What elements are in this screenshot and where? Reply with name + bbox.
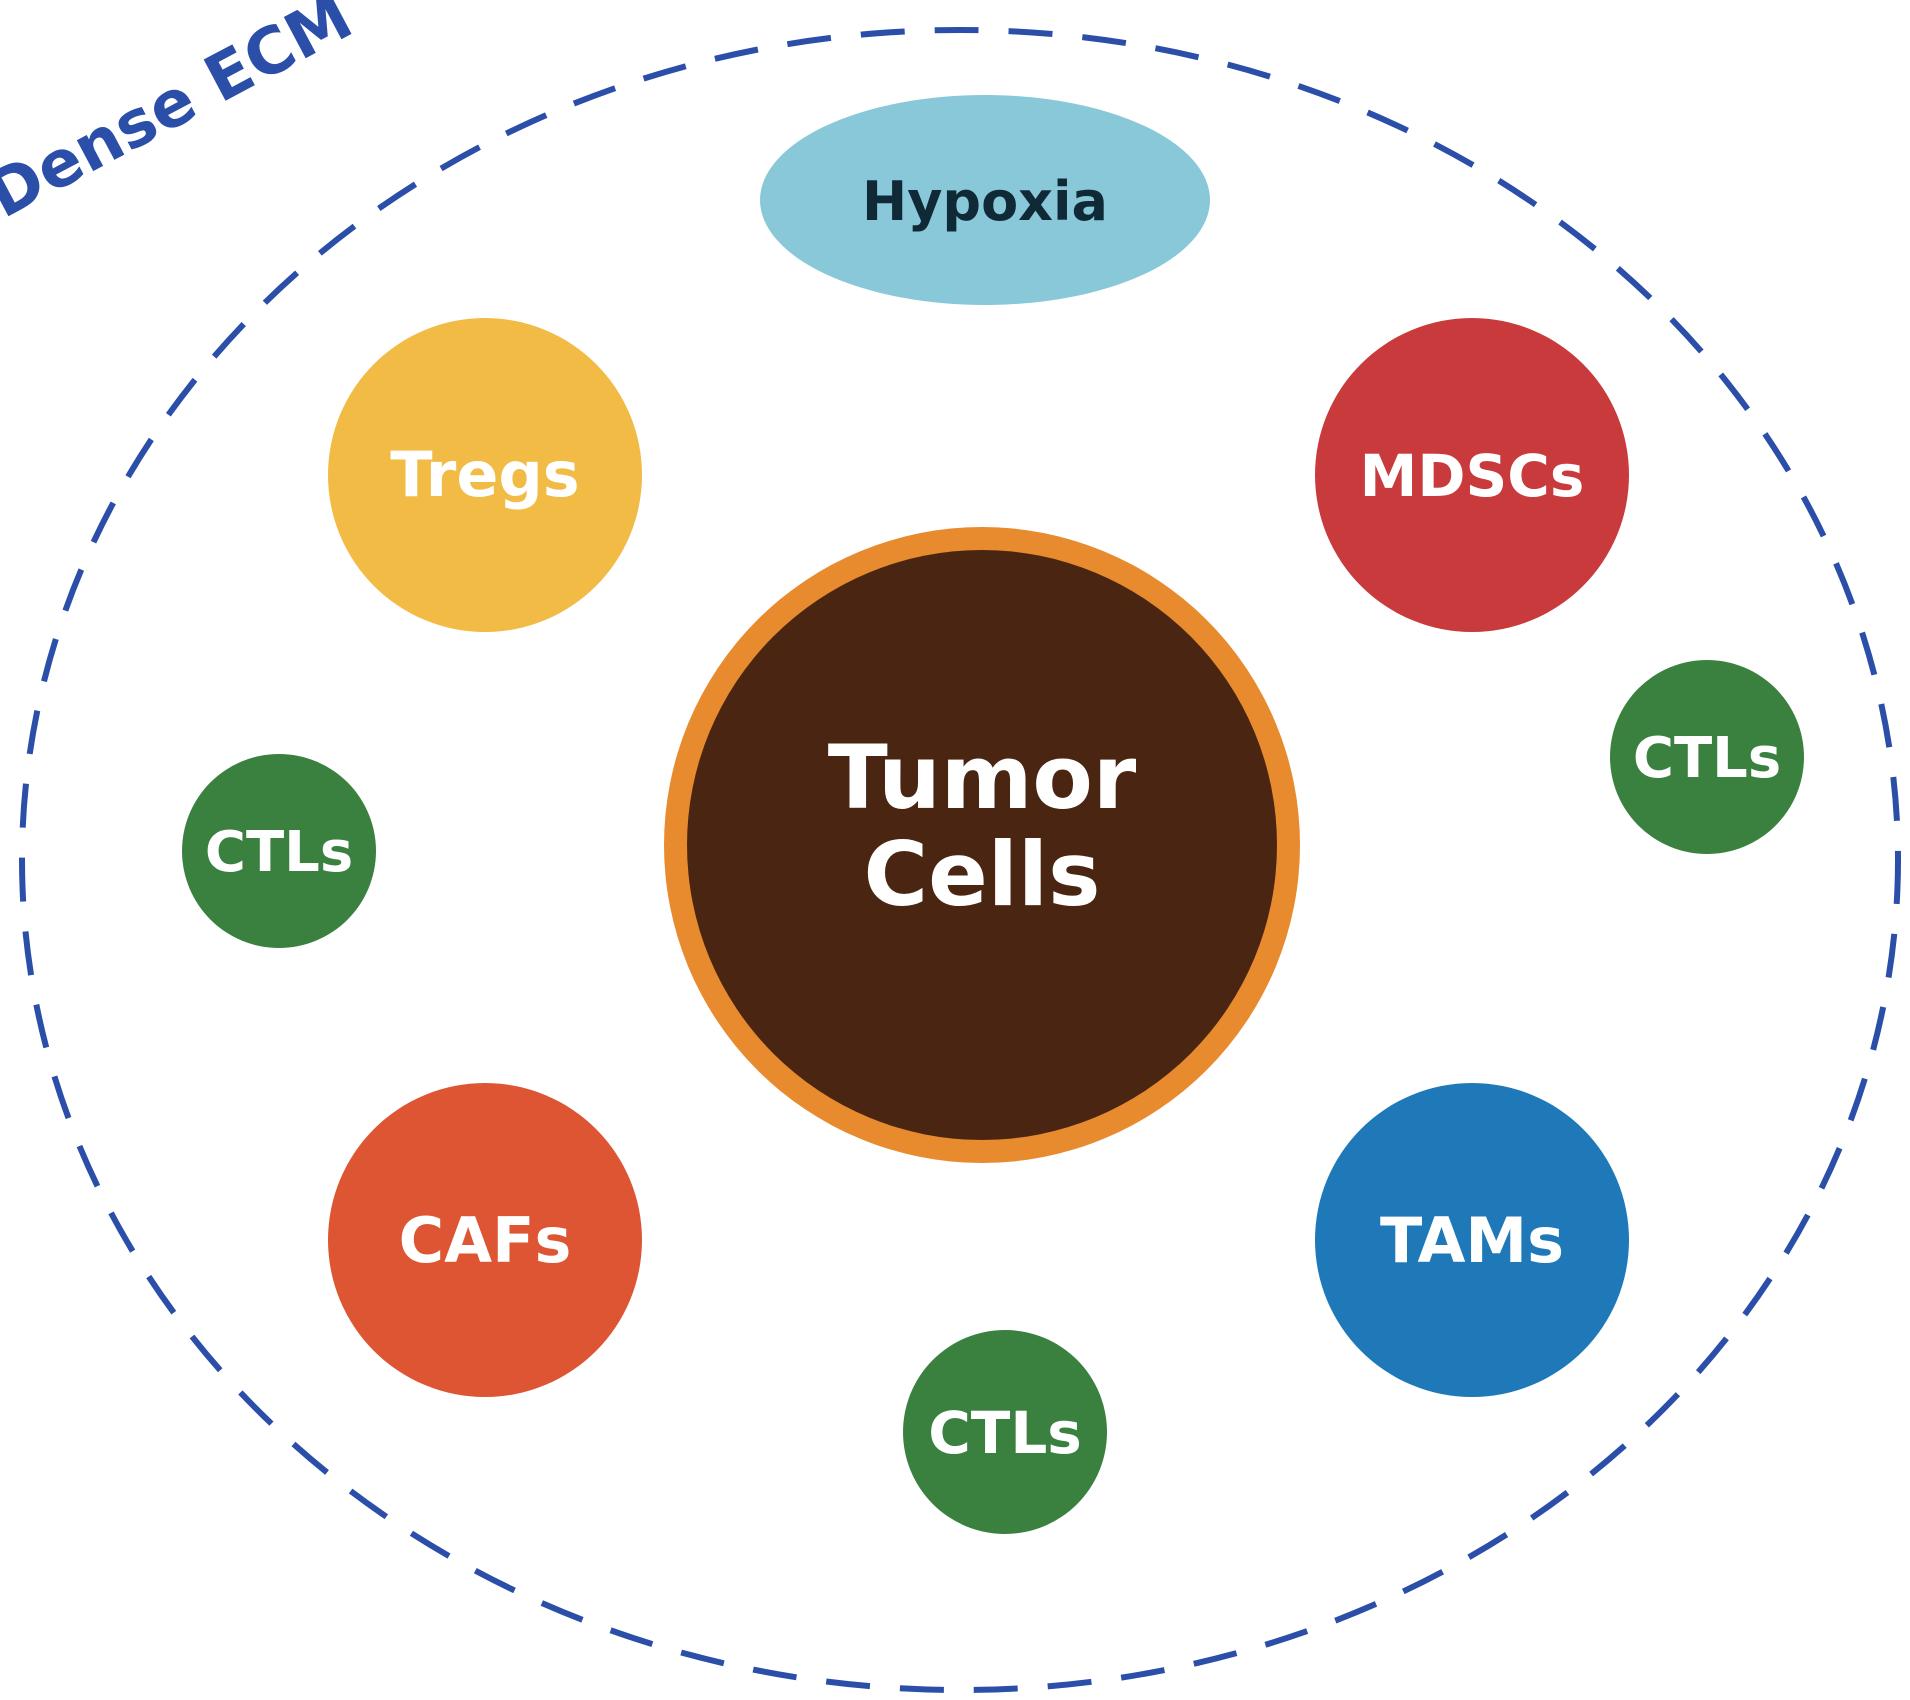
mdscs-node: MDSCs	[1315, 318, 1629, 632]
tregs-circle	[328, 318, 642, 632]
ctls-left-circle	[182, 754, 376, 948]
cafs-circle	[328, 1083, 642, 1397]
cafs-label: CAFs	[399, 1204, 572, 1277]
dense-ecm-boundary	[19, 27, 1901, 1693]
ctls-bottom-node: CTLs	[903, 1330, 1107, 1534]
hypoxia-node: Hypoxia	[760, 95, 1210, 305]
tumor-cells-core	[687, 550, 1277, 1140]
tumor-cells-label-line2: Cells	[864, 823, 1101, 926]
hypoxia-ellipse	[760, 95, 1210, 305]
cafs-node: CAFs	[328, 1083, 642, 1397]
tregs-node: Tregs	[328, 318, 642, 632]
ctls-right-label: CTLs	[1633, 726, 1781, 791]
tumor-cells-label-line1: Tumor	[828, 726, 1137, 829]
tams-circle	[1315, 1083, 1629, 1397]
hypoxia-label: Hypoxia	[862, 170, 1108, 233]
mdscs-circle	[1315, 318, 1629, 632]
dense-ecm-label: Dense ECM	[0, 0, 364, 233]
tams-node: TAMs	[1315, 1083, 1629, 1397]
ctls-bottom-circle	[903, 1330, 1107, 1534]
mdscs-label: MDSCs	[1360, 442, 1585, 510]
tumor-cells-node: Tumor Cells	[664, 527, 1300, 1163]
ctls-right-circle	[1610, 660, 1804, 854]
ctls-left-node: CTLs	[182, 754, 376, 948]
ctls-left-label: CTLs	[205, 820, 353, 885]
tregs-label: Tregs	[390, 438, 579, 511]
tams-label: TAMs	[1380, 1204, 1564, 1277]
ctls-bottom-label: CTLs	[928, 1399, 1082, 1467]
ctls-right-node: CTLs	[1610, 660, 1804, 854]
